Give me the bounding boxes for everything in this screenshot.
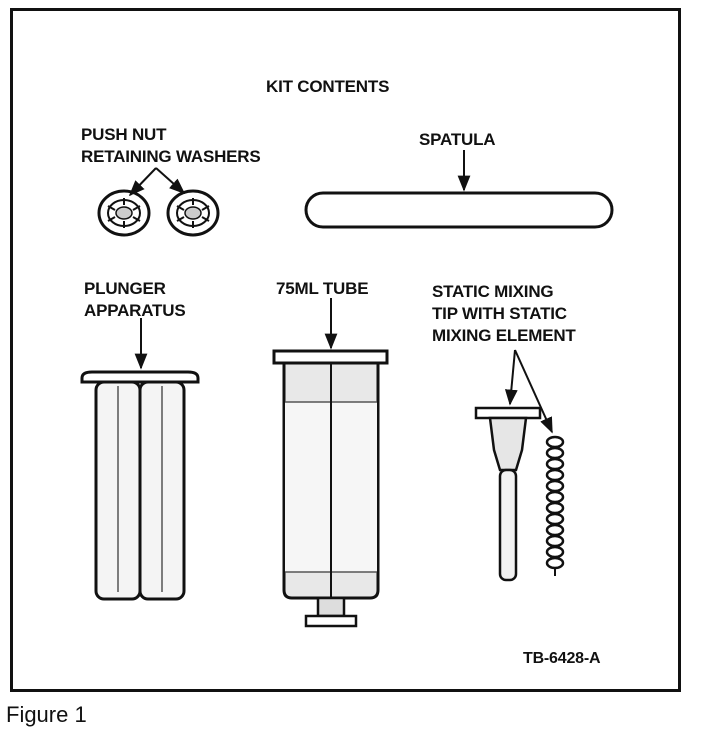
figure-frame: [10, 8, 681, 692]
washers-label-line2: RETAINING WASHERS: [81, 147, 261, 166]
cartridge-tube: [272, 349, 389, 628]
reference-code: TB-6428-A: [523, 650, 601, 667]
mixing-tip-label-line2: TIP WITH STATIC: [432, 304, 567, 323]
static-mixing-tip: [474, 406, 542, 582]
plunger-label-line1: PLUNGER: [84, 279, 166, 298]
washers-label-line1: PUSH NUT: [81, 125, 167, 144]
mixing-tip-label-line3: MIXING ELEMENT: [432, 326, 576, 345]
spatula-label: SPATULA: [419, 130, 496, 149]
static-mixing-element: [545, 435, 565, 576]
plunger-apparatus: [80, 370, 200, 601]
plunger-label-line2: APPARATUS: [84, 301, 186, 320]
spatula: [304, 191, 614, 229]
push-nut-washer-left: [97, 189, 151, 237]
kit-contents-title: KIT CONTENTS: [266, 77, 390, 96]
mixing-tip-arrows: [504, 349, 553, 434]
mixing-tip-label-line1: STATIC MIXING: [432, 282, 554, 301]
push-nut-washer-right: [166, 189, 220, 237]
tube-label: 75ML TUBE: [276, 279, 369, 298]
figure-caption: Figure 1: [6, 702, 87, 727]
washer-arrows: [128, 167, 186, 197]
